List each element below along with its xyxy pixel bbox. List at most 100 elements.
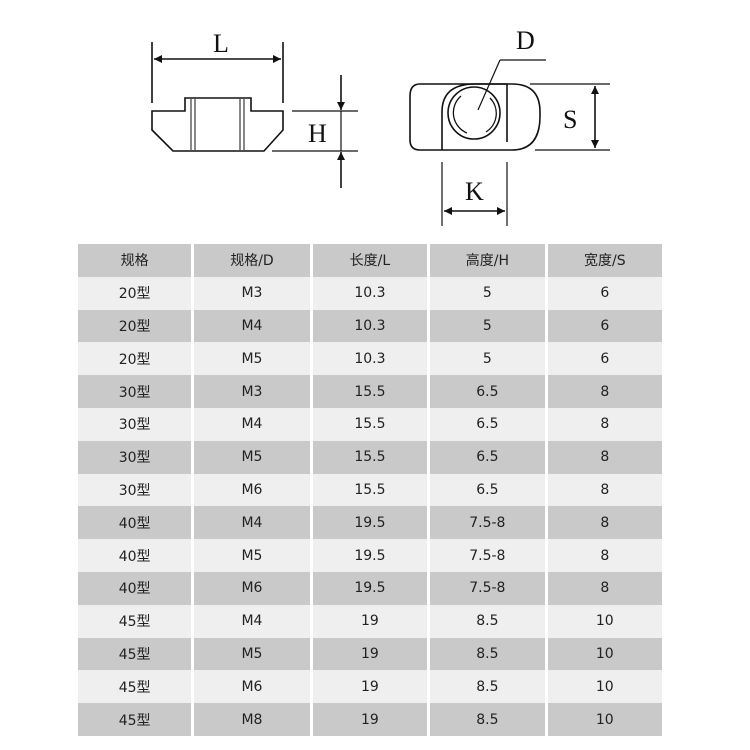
cell-length: 15.5 [312,473,428,507]
cell-length: 19.5 [312,571,428,605]
cell-length: 15.5 [312,375,428,408]
cell-height: 6.5 [430,473,545,507]
cell-length: 19 [312,604,428,638]
cell-diameter: M3 [194,375,310,408]
cell-height: 7.5-8 [430,571,545,605]
height-label: H [308,119,327,148]
cell-diameter: M6 [194,670,310,704]
cell-length: 19.5 [312,539,428,572]
cell-width: 6 [547,276,662,310]
cell-length: 15.5 [312,440,428,474]
cell-spec: 40型 [78,539,192,572]
cell-width: 10 [547,604,662,638]
cell-diameter: M6 [194,571,310,605]
cell-height: 8.5 [430,637,545,671]
cell-diameter: M5 [194,342,310,376]
cell-diameter: M4 [194,604,310,638]
top-view-drawing [409,59,610,226]
width-label: S [563,105,577,134]
cell-length: 15.5 [312,407,428,441]
cell-length: 19 [312,703,428,736]
cell-height: 6.5 [430,407,545,441]
cell-spec: 45型 [78,670,192,704]
cell-width: 8 [547,506,662,540]
cell-length: 10.3 [312,276,428,310]
cell-diameter: M4 [194,309,310,343]
cell-width: 8 [547,473,662,507]
header-width: 宽度/S [547,244,662,277]
cell-spec: 45型 [78,637,192,671]
cell-diameter: M5 [194,539,310,572]
length-label: L [213,29,229,58]
cell-height: 8.5 [430,604,545,638]
cell-spec: 30型 [78,473,192,507]
cell-width: 10 [547,703,662,736]
cell-height: 5 [430,309,545,343]
cell-diameter: M5 [194,637,310,671]
cell-diameter: M5 [194,440,310,474]
cell-length: 19 [312,670,428,704]
cell-height: 7.5-8 [430,539,545,572]
cell-width: 8 [547,571,662,605]
t-nut-dimension-diagram: L H D S K [151,26,610,226]
cell-height: 8.5 [430,670,545,704]
cell-diameter: M6 [194,473,310,507]
cell-width: 6 [547,342,662,376]
side-view-drawing [151,42,358,188]
cell-width: 8 [547,539,662,572]
cell-height: 6.5 [430,375,545,408]
diameter-label: D [516,26,535,55]
cell-height: 6.5 [430,440,545,474]
cell-height: 5 [430,342,545,376]
cell-spec: 20型 [78,309,192,343]
cell-spec: 45型 [78,703,192,736]
cell-height: 5 [430,276,545,310]
cell-length: 19 [312,637,428,671]
cell-spec: 20型 [78,276,192,310]
cell-width: 8 [547,375,662,408]
cell-diameter: M8 [194,703,310,736]
cell-diameter: M4 [194,407,310,441]
cell-spec: 30型 [78,407,192,441]
cell-width: 8 [547,440,662,474]
cell-spec: 40型 [78,571,192,605]
cell-width: 10 [547,670,662,704]
cell-diameter: M4 [194,506,310,540]
cell-width: 10 [547,637,662,671]
cell-length: 19.5 [312,506,428,540]
cell-spec: 45型 [78,604,192,638]
header-height: 高度/H [430,244,545,277]
cell-spec: 40型 [78,506,192,540]
cell-width: 8 [547,407,662,441]
cell-height: 8.5 [430,703,545,736]
cell-length: 10.3 [312,342,428,376]
header-diameter: 规格/D [194,244,310,277]
k-label: K [465,177,484,206]
header-length: 长度/L [312,244,428,277]
cell-height: 7.5-8 [430,506,545,540]
technical-drawing: L H D S K [0,0,750,240]
cell-spec: 30型 [78,375,192,408]
cell-spec: 30型 [78,440,192,474]
cell-width: 6 [547,309,662,343]
header-spec: 规格 [78,244,192,277]
cell-diameter: M3 [194,276,310,310]
cell-length: 10.3 [312,309,428,343]
table-header-row: 规格 规格/D 长度/L 高度/H 宽度/S [78,244,662,277]
